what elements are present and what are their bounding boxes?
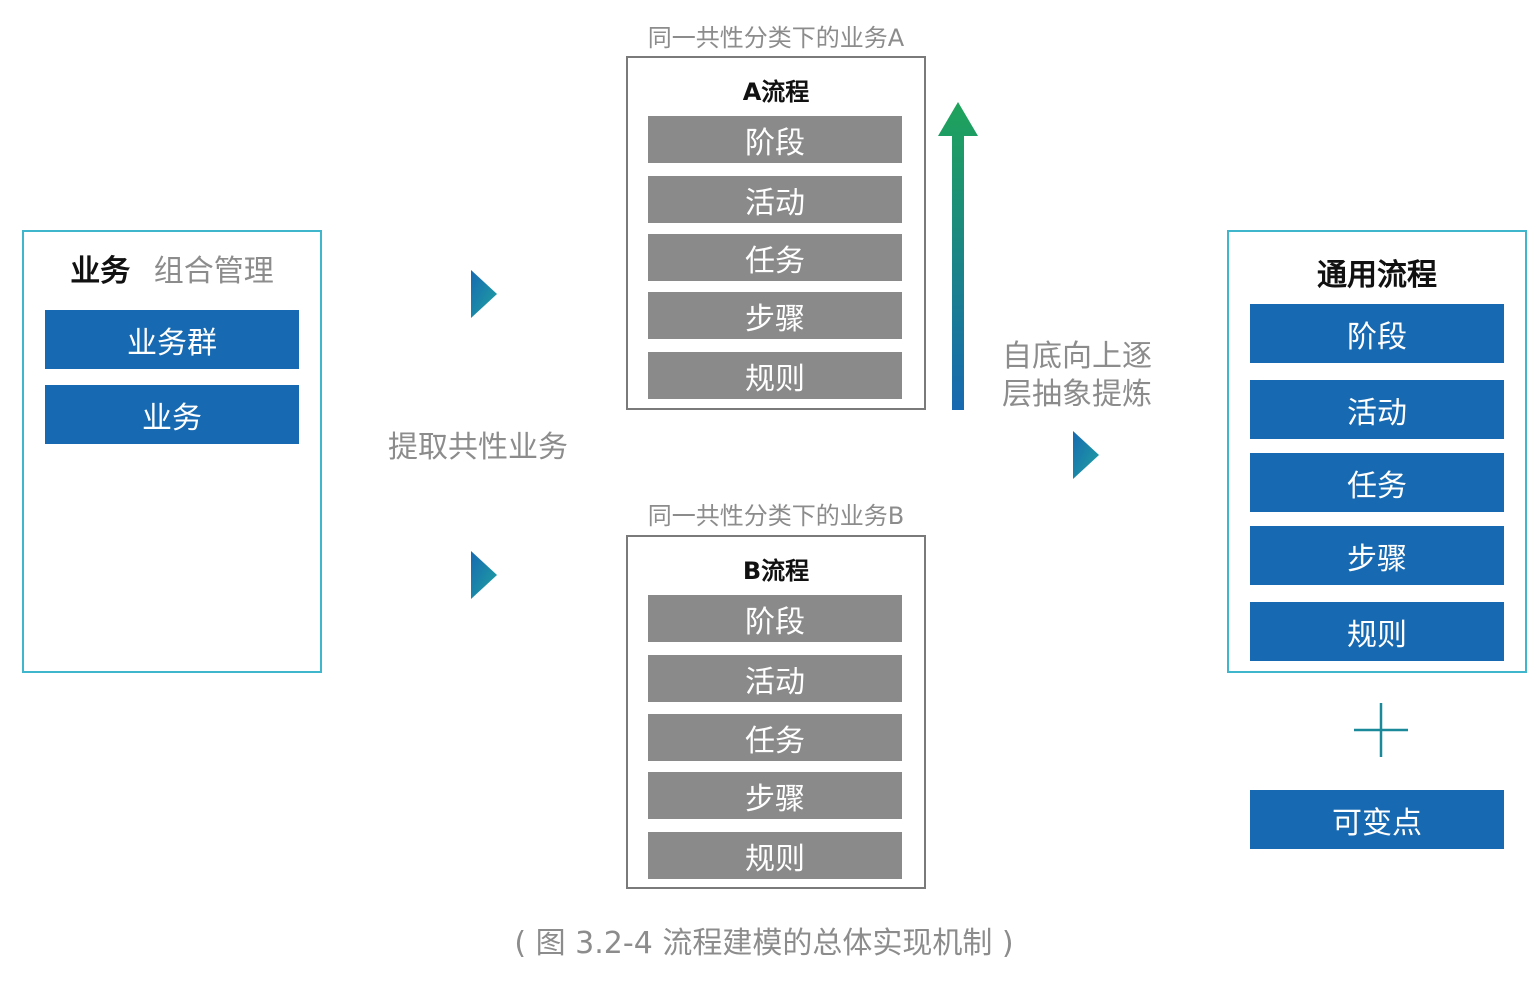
general-process-panel xyxy=(1227,230,1527,673)
general-task: 任务 xyxy=(1250,453,1504,512)
process-a-panel xyxy=(626,56,926,410)
process-b-task: 任务 xyxy=(648,714,902,761)
process-a-task: 任务 xyxy=(648,234,902,281)
arrow-right-icon xyxy=(1073,431,1099,479)
general-activity: 活动 xyxy=(1250,380,1504,439)
business-portfolio-title: 业务 组合管理 xyxy=(22,246,322,290)
process-b-rule: 规则 xyxy=(648,832,902,879)
process-a-title: A流程 xyxy=(742,78,810,106)
business-box: 业务 xyxy=(45,385,299,444)
bottom-up-abstraction-label: 自底向上逐 层抽象提炼 xyxy=(992,338,1162,414)
upward-arrow-icon xyxy=(938,102,978,410)
figure-caption: ( 图 3.2-4 流程建模的总体实现机制 ) xyxy=(514,926,1014,961)
process-b-panel xyxy=(626,535,926,889)
process-a-activity: 活动 xyxy=(648,176,902,223)
process-b-activity: 活动 xyxy=(648,655,902,702)
process-b-title: B流程 xyxy=(742,557,810,585)
arrow-right-icon xyxy=(471,270,497,318)
arrow-right-icon xyxy=(471,551,497,599)
process-b-stage: 阶段 xyxy=(648,595,902,642)
process-b-caption: 同一共性分类下的业务B xyxy=(647,502,905,530)
business-portfolio-panel xyxy=(22,230,322,673)
extract-common-business-label: 提取共性业务 xyxy=(388,430,568,465)
business-group-box: 业务群 xyxy=(45,310,299,369)
abstraction-line-1: 自底向上逐 xyxy=(1002,339,1152,374)
process-a-caption: 同一共性分类下的业务A xyxy=(647,24,905,52)
general-rule: 规则 xyxy=(1250,602,1504,661)
general-step: 步骤 xyxy=(1250,526,1504,585)
variable-points-box: 可变点 xyxy=(1250,790,1504,849)
general-stage: 阶段 xyxy=(1250,304,1504,363)
process-b-step: 步骤 xyxy=(648,772,902,819)
title-business: 业务 xyxy=(70,254,131,289)
abstraction-line-2: 层抽象提炼 xyxy=(1002,377,1152,412)
plus-icon xyxy=(1354,703,1408,757)
title-portfolio-management: 组合管理 xyxy=(153,254,274,289)
process-a-step: 步骤 xyxy=(648,292,902,339)
process-a-rule: 规则 xyxy=(648,352,902,399)
general-process-title: 通用流程 xyxy=(1317,258,1437,293)
process-a-stage: 阶段 xyxy=(648,116,902,163)
